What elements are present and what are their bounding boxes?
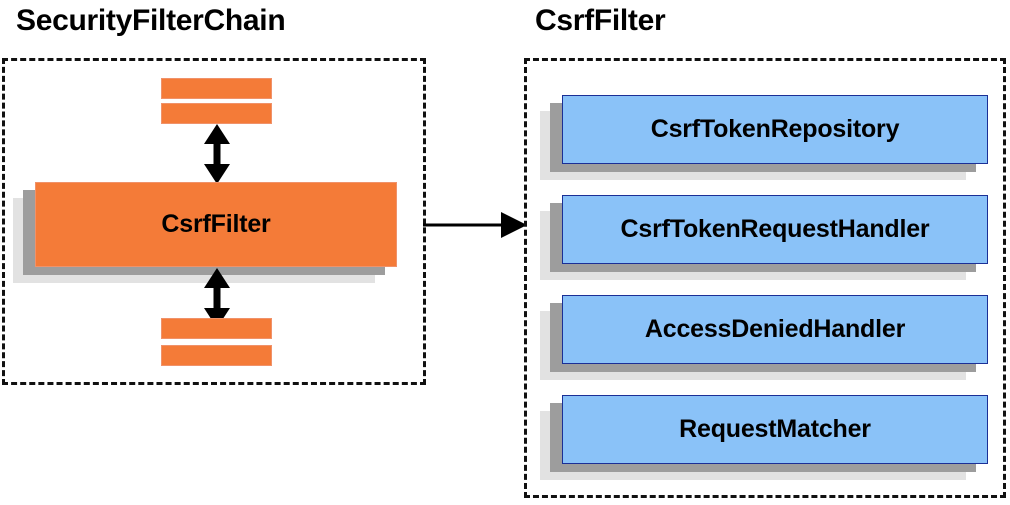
filter-bar-bottom-2 [161, 345, 272, 366]
double-arrow-above-csrffilter [204, 124, 230, 184]
collaborator-card-label: CsrfTokenRepository [650, 115, 900, 143]
csrffilter-collaborators-container [524, 58, 1006, 498]
csrffilter-card-label: CsrfFilter [161, 210, 271, 238]
collaborator-card-face: AccessDeniedHandler [562, 295, 988, 364]
collaborator-card-label: CsrfTokenRequestHandler [620, 215, 930, 243]
collaborator-card-label: AccessDeniedHandler [644, 315, 906, 343]
collaborator-card-face: CsrfTokenRepository [562, 95, 988, 164]
security-filter-chain-container [2, 58, 426, 385]
filter-bar-top-1 [161, 78, 272, 99]
filter-bar-top-2 [161, 103, 272, 124]
csrffilter-expansion-arrow [423, 212, 527, 238]
panel-title-csrf-filter: CsrfFilter [535, 4, 666, 37]
panel-title-security-filter-chain: SecurityFilterChain [16, 4, 286, 37]
collaborator-card-label: RequestMatcher [679, 415, 871, 443]
collaborator-card-face: RequestMatcher [562, 395, 988, 464]
collaborator-card-face: CsrfTokenRequestHandler [562, 195, 988, 264]
csrffilter-card-face: CsrfFilter [35, 182, 397, 267]
filter-bar-bottom-1 [161, 318, 272, 339]
